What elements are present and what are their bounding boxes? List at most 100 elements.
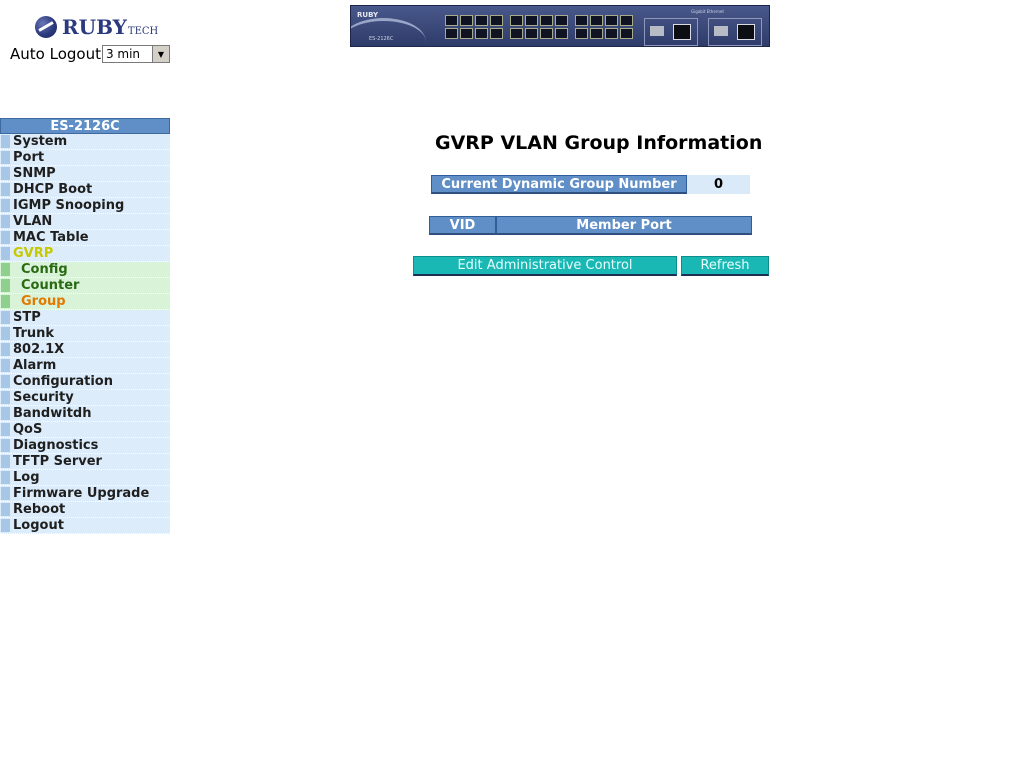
sidebar-item-logout[interactable]: Logout (0, 518, 170, 534)
sidebar-item-label: GVRP (13, 246, 54, 261)
menu-marker-icon (1, 295, 10, 308)
sidebar-item-label: 802.1X (13, 342, 65, 357)
port-icon (490, 28, 503, 39)
chevron-down-icon[interactable]: ▼ (151, 46, 169, 62)
menu-marker-icon (1, 519, 10, 532)
port-icon (460, 15, 473, 26)
port-icon (510, 28, 523, 39)
menu-marker-icon (1, 183, 10, 196)
dynamic-group-count-label: Current Dynamic Group Number (431, 175, 687, 194)
port-icon (525, 15, 538, 26)
port-block-3 (574, 14, 636, 40)
sidebar-subitem-counter[interactable]: Counter (0, 278, 170, 294)
auto-logout-label: Auto Logout (10, 45, 101, 63)
sidebar-item-label: Logout (13, 518, 64, 533)
sidebar-item-igmp-snooping[interactable]: IGMP Snooping (0, 198, 170, 214)
port-icon (475, 28, 488, 39)
swoosh-decoration (351, 18, 426, 46)
edit-administrative-control-button[interactable]: Edit Administrative Control (413, 256, 677, 276)
menu-marker-icon (1, 375, 10, 388)
port-icon (510, 15, 523, 26)
gigabit-port-1 (644, 18, 698, 46)
rj45-port-icon (737, 24, 755, 40)
sidebar-menu: ES-2126C System Port SNMP DHCP Boot IGMP… (0, 118, 170, 534)
sidebar-item-security[interactable]: Security (0, 390, 170, 406)
sidebar-item-label: Group (21, 294, 66, 309)
sidebar-item-firmware-upgrade[interactable]: Firmware Upgrade (0, 486, 170, 502)
port-icon (540, 28, 553, 39)
sidebar-item-vlan[interactable]: VLAN (0, 214, 170, 230)
sidebar-item-label: STP (13, 310, 41, 325)
port-icon (605, 15, 618, 26)
port-icon (445, 28, 458, 39)
sidebar-item-label: Security (13, 390, 74, 405)
column-header-vid: VID (429, 216, 496, 235)
page-title: GVRP VLAN Group Information (435, 132, 763, 154)
sidebar-item-diagnostics[interactable]: Diagnostics (0, 438, 170, 454)
sidebar-item-label: SNMP (13, 166, 56, 181)
menu-marker-icon (1, 391, 10, 404)
port-icon (590, 15, 603, 26)
port-icon (475, 15, 488, 26)
sidebar-subitem-config[interactable]: Config (0, 262, 170, 278)
sidebar-item-8021x[interactable]: 802.1X (0, 342, 170, 358)
sidebar-item-gvrp[interactable]: GVRP (0, 246, 170, 262)
port-icon (555, 15, 568, 26)
sidebar-item-label: VLAN (13, 214, 53, 229)
logo-suffix: TECH (127, 25, 159, 37)
sidebar-item-label: IGMP Snooping (13, 198, 125, 213)
sidebar-item-label: Diagnostics (13, 438, 99, 453)
menu-marker-icon (1, 471, 10, 484)
switch-brand: RUBY (357, 11, 379, 19)
sidebar-title: ES-2126C (0, 118, 170, 134)
sidebar-item-snmp[interactable]: SNMP (0, 166, 170, 182)
sidebar-item-label: Firmware Upgrade (13, 486, 150, 501)
refresh-button[interactable]: Refresh (681, 256, 769, 276)
switch-panel-image: RUBY ES-2126C Gigabit Ethernet (350, 5, 770, 47)
port-icon (490, 15, 503, 26)
sidebar-item-port[interactable]: Port (0, 150, 170, 166)
sidebar-item-label: Reboot (13, 502, 66, 517)
sidebar-item-tftp-server[interactable]: TFTP Server (0, 454, 170, 470)
sfp-slot-icon (714, 26, 728, 36)
menu-marker-icon (1, 359, 10, 372)
sidebar-item-trunk[interactable]: Trunk (0, 326, 170, 342)
sidebar-item-configuration[interactable]: Configuration (0, 374, 170, 390)
menu-marker-icon (1, 135, 10, 148)
menu-marker-icon (1, 167, 10, 180)
sidebar-item-system[interactable]: System (0, 134, 170, 150)
sidebar-item-dhcp-boot[interactable]: DHCP Boot (0, 182, 170, 198)
menu-marker-icon (1, 487, 10, 500)
sidebar-item-stp[interactable]: STP (0, 310, 170, 326)
port-icon (590, 28, 603, 39)
menu-marker-icon (1, 407, 10, 420)
globe-icon (35, 16, 57, 38)
menu-marker-icon (1, 279, 10, 292)
port-block-2 (509, 14, 571, 40)
menu-marker-icon (1, 327, 10, 340)
sidebar-item-label: Trunk (13, 326, 55, 341)
auto-logout-select[interactable]: 3 min ▼ (101, 45, 170, 63)
gigabit-port-2 (708, 18, 762, 46)
sidebar-item-label: Log (13, 470, 40, 485)
sidebar-item-label: DHCP Boot (13, 182, 93, 197)
port-icon (525, 28, 538, 39)
port-icon (620, 28, 633, 39)
sidebar-item-reboot[interactable]: Reboot (0, 502, 170, 518)
port-icon (605, 28, 618, 39)
menu-marker-icon (1, 199, 10, 212)
rj45-port-icon (673, 24, 691, 40)
menu-marker-icon (1, 151, 10, 164)
sidebar-subitem-group[interactable]: Group (0, 294, 170, 310)
sidebar-item-alarm[interactable]: Alarm (0, 358, 170, 374)
sidebar-item-label: Config (21, 262, 68, 277)
menu-marker-icon (1, 343, 10, 356)
port-icon (445, 15, 458, 26)
sidebar-item-bandwidth[interactable]: Bandwitdh (0, 406, 170, 422)
sidebar-item-mac-table[interactable]: MAC Table (0, 230, 170, 246)
sidebar-item-log[interactable]: Log (0, 470, 170, 486)
menu-marker-icon (1, 247, 10, 260)
sidebar-item-qos[interactable]: QoS (0, 422, 170, 438)
menu-marker-icon (1, 423, 10, 436)
gigabit-label: Gigabit Ethernet (691, 9, 724, 14)
